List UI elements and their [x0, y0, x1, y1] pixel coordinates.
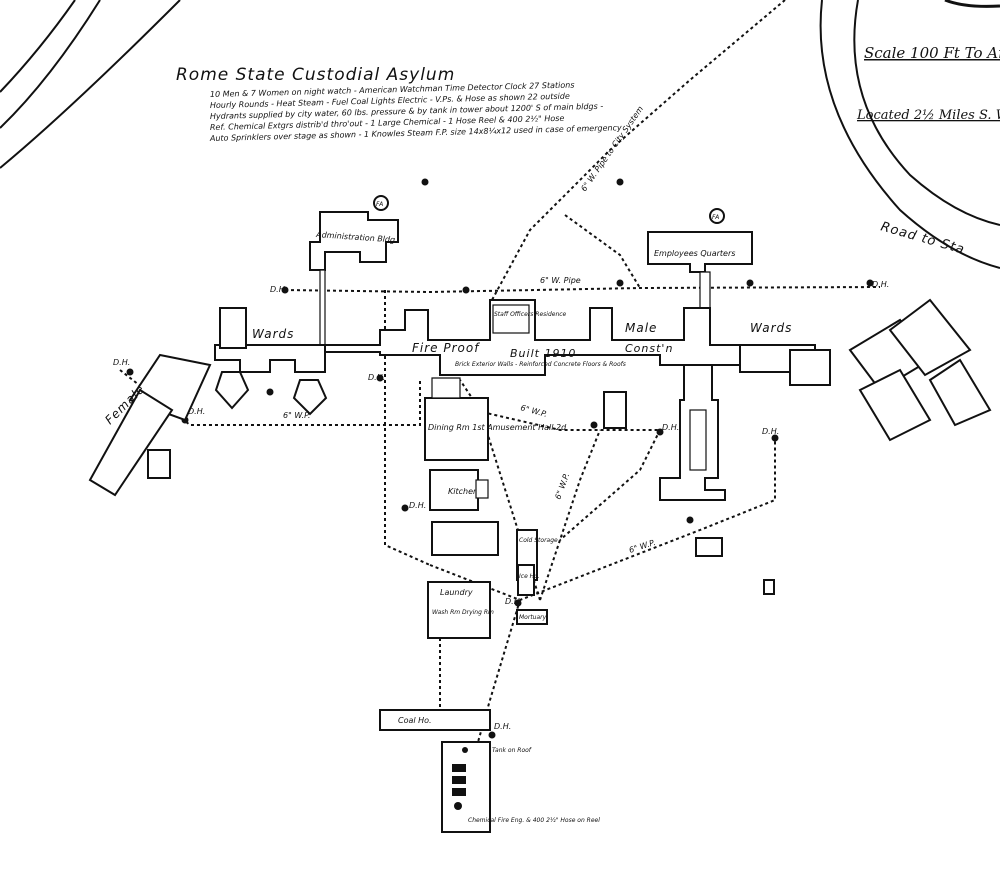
pipe-label: 6" W.P.	[283, 411, 310, 420]
ward-label: Wards	[252, 327, 294, 341]
employees-quarters: Employees Quarters	[647, 231, 753, 311]
road-label: Road to Sta	[879, 219, 967, 257]
power-house: Chemical Fire Eng. & 400 2½" Hose on Ree…	[441, 741, 600, 833]
building-label: Staff Officers Residence	[494, 311, 567, 318]
hydrant-label: D.H.	[762, 427, 779, 436]
notes-block: 10 Men & 7 Women on night watch - Americ…	[209, 80, 622, 143]
hydrant-label: D.H.	[188, 407, 205, 416]
building-label: Drying Rm	[462, 609, 494, 616]
south-wing	[659, 364, 726, 501]
building-label: Wash Rm	[432, 609, 460, 616]
pipe-label: 6" W.P.	[628, 538, 657, 555]
fire-alarm-marker	[373, 195, 389, 211]
road-curve	[0, 0, 101, 129]
construction-label: Fire Proof	[412, 341, 480, 355]
building-label: Cold Storage	[519, 537, 558, 544]
pipe-label: 6" W. Pipe	[540, 276, 581, 285]
map-title: Rome State Custodial Asylum	[176, 65, 455, 85]
hydrant-label: D.H.	[409, 501, 426, 510]
road-curve	[0, 0, 181, 169]
location-label: Located 2½ Miles S. W. of	[856, 108, 1000, 123]
annotation: Tank on Roof	[492, 747, 532, 754]
fire-alarm-label: FA	[376, 201, 383, 208]
road-curve	[944, 0, 1000, 8]
pipe-label: 6" W.P.	[553, 472, 571, 501]
service-buildings: Cold Storage Ice Ho. Mortuary	[516, 391, 775, 625]
annotation: Chemical Fire Eng. & 400 2½" Hose on Ree…	[468, 817, 600, 824]
right-wards: Wards	[739, 298, 992, 442]
building-label: Ice Ho.	[519, 573, 540, 580]
hydrant-label: D.H.	[494, 722, 511, 731]
pipe-label: 6" W. Pipe to City System	[579, 104, 645, 193]
road-curve	[819, 0, 1000, 269]
pipe-label: 6" W.P.	[519, 403, 548, 419]
building-label: Employees Quarters	[654, 249, 735, 258]
administration-building: Administration Bldg	[309, 211, 399, 346]
building-label: Kitchen	[448, 487, 478, 496]
fire-alarm-label: FA	[712, 214, 719, 221]
hydrant-label: D.H.	[662, 423, 679, 432]
kitchen: Kitchen	[429, 469, 499, 556]
construction-label: Built 1910	[510, 347, 576, 360]
ward-label: Wards	[750, 321, 792, 335]
construction-label: Brick Exterior Walls - Reinforced Concre…	[455, 361, 626, 368]
fire-alarm-marker	[709, 208, 725, 224]
road-curve	[853, 0, 1000, 226]
building-label: Laundry	[440, 588, 473, 597]
scale-label: Scale 100 Ft To An	[864, 44, 1000, 62]
dining-hall: Dining Rm 1st Amusement Hall 2d	[424, 377, 567, 461]
building-label: Mortuary	[519, 614, 547, 621]
construction-label: Const'n	[625, 342, 673, 355]
hydrant-label: D.H.	[368, 373, 385, 382]
hydrants	[126, 178, 874, 739]
left-wards: Wards Female	[88, 307, 328, 497]
hydrant-label: D.H.	[113, 358, 130, 367]
ward-label: Male	[625, 321, 657, 335]
laundry: Laundry Wash Rm Drying Rm	[427, 581, 494, 639]
coal-house: Coal Ho.	[379, 709, 491, 731]
hydrant-label: D.H.	[872, 280, 889, 289]
road-curve	[0, 0, 76, 93]
main-building-complex: Fire Proof Built 1910 Brick Exterior Wal…	[324, 299, 741, 376]
hydrant-label: D.H.	[270, 285, 287, 294]
building-label: Dining Rm 1st Amusement Hall 2d	[428, 423, 567, 432]
building-label: Coal Ho.	[398, 716, 432, 725]
hydrant-label: D.H.	[505, 597, 522, 606]
